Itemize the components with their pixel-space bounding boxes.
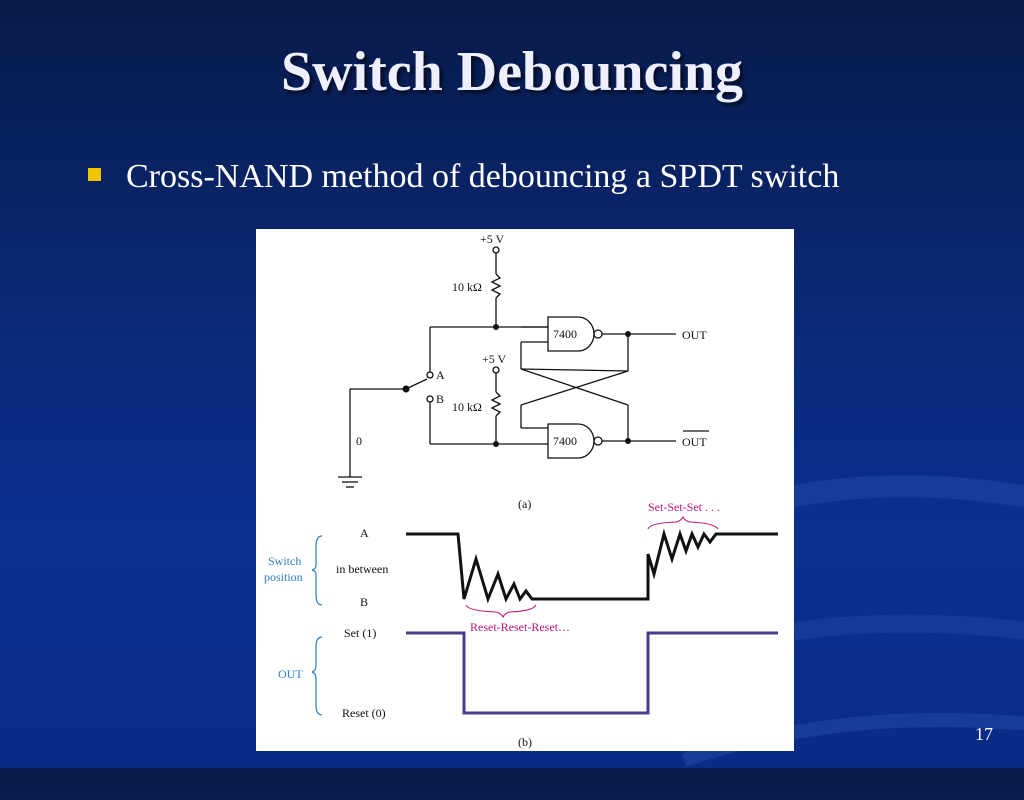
figure-svg: +5 V 10 kΩ +5 V 10 kΩ 7400 7400 OUT OUT …: [264, 232, 778, 749]
level-a-label: A: [360, 526, 369, 540]
level-between-label: in between: [336, 562, 388, 576]
debounce-figure: +5 V 10 kΩ +5 V 10 kΩ 7400 7400 OUT OUT …: [256, 229, 794, 751]
ground-label: 0: [356, 434, 362, 448]
switch-label-line2: position: [264, 570, 303, 584]
node-a-label: A: [436, 368, 445, 382]
out-label: OUT: [682, 328, 707, 342]
gate-top-label: 7400: [553, 327, 577, 341]
square-bullet-icon: [88, 168, 101, 181]
vcc-top-label: +5 V: [480, 232, 505, 246]
resistor-mid-label: 10 kΩ: [452, 400, 482, 414]
vcc-mid-label: +5 V: [482, 352, 507, 366]
slide-title: Switch Debouncing: [280, 41, 744, 103]
node-b-label: B: [436, 392, 444, 406]
gate-bottom-label: 7400: [553, 434, 577, 448]
switch-waveform: [406, 528, 778, 604]
out-waveform: [406, 631, 778, 715]
reset-annotation: Reset-Reset-Reset…: [470, 620, 570, 634]
set-level-label: Set (1): [344, 626, 376, 640]
timing-diagram: Switch position A in between B Reset-Res…: [264, 500, 778, 749]
caption-b: (b): [518, 735, 532, 749]
bullet-text: Cross-NAND method of debouncing a SPDT s…: [126, 158, 840, 195]
circuit-wires: [338, 246, 709, 488]
caption-a: (a): [518, 497, 531, 511]
set-annotation: Set-Set-Set . . .: [648, 500, 720, 514]
out-wave-label: OUT: [278, 667, 303, 681]
level-b-label: B: [360, 595, 368, 609]
circuit-junctions: [402, 324, 631, 447]
resistor-top-label: 10 kΩ: [452, 280, 482, 294]
slide-number: 17: [975, 724, 993, 744]
switch-label-line1: Switch: [268, 554, 301, 568]
out-bar-label: OUT: [682, 435, 707, 449]
reset-level-label: Reset (0): [342, 706, 386, 720]
